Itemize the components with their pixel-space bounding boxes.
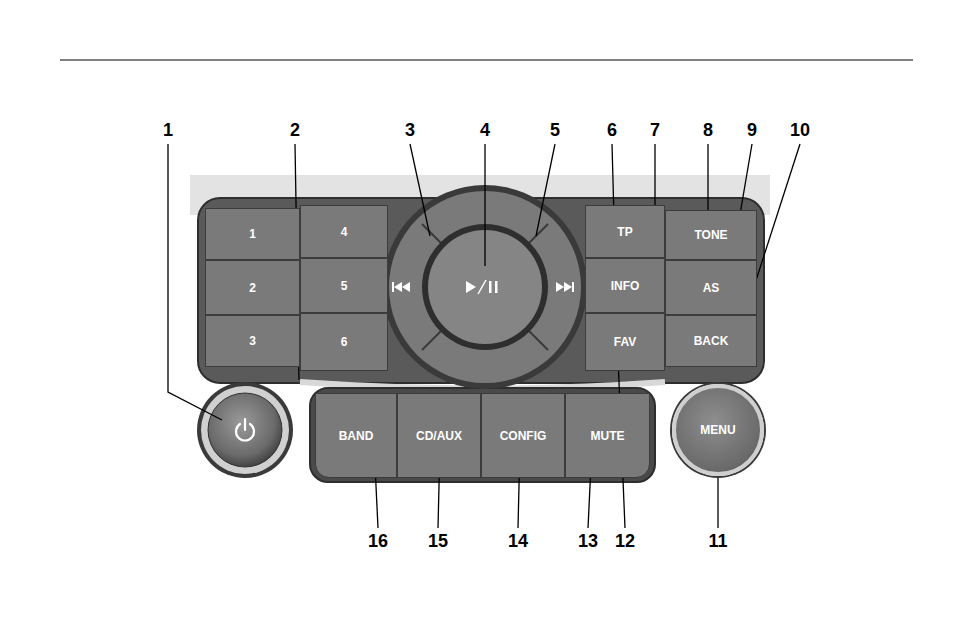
power-knob <box>208 393 282 467</box>
power-icon <box>236 419 254 440</box>
button-label: 1 <box>249 227 256 241</box>
button-label: MUTE <box>591 429 625 443</box>
header-rule <box>60 60 913 61</box>
button-label: FAV <box>614 335 636 349</box>
radio-button: 3 <box>205 315 300 367</box>
button-label: BACK <box>694 334 729 348</box>
callout-number: 16 <box>368 531 388 552</box>
callout-number: 14 <box>508 531 528 552</box>
callout-number: 6 <box>607 120 617 141</box>
callout-number: 7 <box>650 120 660 141</box>
power-knob-bezel <box>201 386 289 474</box>
radio-button: FAV <box>585 313 665 371</box>
next-icon <box>556 282 574 292</box>
callout-number: 4 <box>480 120 490 141</box>
radio-button: TP <box>585 205 665 258</box>
button-label: 3 <box>249 334 256 348</box>
radio-button: 4 <box>300 205 388 258</box>
callout-number: 5 <box>550 120 560 141</box>
callout-number: 10 <box>790 120 810 141</box>
button-label: TP <box>617 225 632 239</box>
leader-lines <box>168 144 800 528</box>
power-knob-rim <box>197 382 293 478</box>
callout-number: 12 <box>615 531 635 552</box>
radio-button: 6 <box>300 313 388 371</box>
callout-number: 9 <box>747 120 757 141</box>
button-label: INFO <box>611 279 640 293</box>
callout-number: 1 <box>163 120 173 141</box>
radio-button: 2 <box>205 260 300 315</box>
radio-button: CONFIG <box>481 393 565 478</box>
button-label: MENU <box>700 423 735 437</box>
button-label: 5 <box>341 279 348 293</box>
radio-button: 1 <box>205 208 300 260</box>
callout-number: 8 <box>703 120 713 141</box>
button-label: CONFIG <box>500 429 547 443</box>
radio-button: MUTE <box>565 393 650 478</box>
callout-number: 2 <box>290 120 300 141</box>
button-label: 6 <box>341 335 348 349</box>
button-label: AS <box>703 281 720 295</box>
callout-number: 13 <box>578 531 598 552</box>
button-label: 2 <box>249 281 256 295</box>
radio-button: TONE <box>665 210 757 260</box>
callout-number: 3 <box>405 120 415 141</box>
button-label: 4 <box>341 225 348 239</box>
radio-button: 5 <box>300 258 388 313</box>
callout-number: 15 <box>428 531 448 552</box>
radio-button: BACK <box>665 315 757 367</box>
play-pause-icon <box>466 280 498 294</box>
previous-icon <box>392 282 410 292</box>
radio-button: AS <box>665 260 757 315</box>
bottom-row-housing <box>310 388 655 482</box>
radio-button: BAND <box>315 393 397 478</box>
radio-button: CD/AUX <box>397 393 481 478</box>
radio-button: INFO <box>585 258 665 313</box>
button-label: TONE <box>694 228 727 242</box>
button-label: CD/AUX <box>416 429 462 443</box>
button-label: BAND <box>339 429 374 443</box>
menu-knob: MENU <box>672 384 764 476</box>
callout-number: 11 <box>708 531 727 552</box>
